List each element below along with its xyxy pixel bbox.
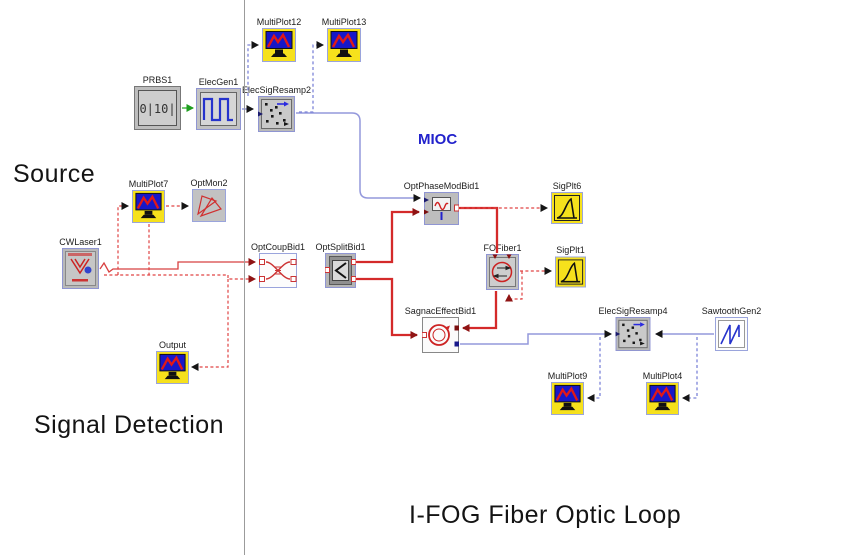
block-optsplitbid1-label: OptSplitBid1 <box>315 242 366 252</box>
signal-resampler-icon <box>258 96 295 132</box>
wire-resamp4-to-multiplot9[interactable] <box>587 337 601 402</box>
block-optmon2[interactable]: OptMon2 <box>190 178 228 222</box>
block-multiplot7-label: MultiPlot7 <box>128 179 169 189</box>
monitor-plot-icon <box>262 28 296 62</box>
wire-resamp2-to-multiplot13[interactable] <box>299 41 324 113</box>
signal-plot-icon <box>551 192 583 224</box>
block-elecsigresamp2[interactable]: ElecSigResamp2 <box>242 85 311 132</box>
wire-coupler-to-output[interactable] <box>191 279 229 371</box>
block-sigplt6-label: SigPlt6 <box>552 181 582 191</box>
wire-resamp2-to-multiplot12[interactable] <box>247 41 259 96</box>
block-multiplot9[interactable]: MultiPlot9 <box>548 371 587 415</box>
wire-phasemod-to-fiber[interactable] <box>459 206 499 253</box>
block-elecsigresamp2-label: ElecSigResamp2 <box>241 85 312 95</box>
monitor-plot-icon <box>551 382 584 415</box>
monitor-plot-icon <box>327 28 361 62</box>
block-elecgen1[interactable]: ElecGen1 <box>196 77 241 130</box>
wire-splitter-to-phasemod[interactable] <box>356 208 420 264</box>
block-sawtoothgen2[interactable]: SawtoothGen2 <box>702 306 761 351</box>
block-multiplot4[interactable]: MultiPlot4 <box>643 371 682 415</box>
section-label-ifog-loop: I-FOG Fiber Optic Loop <box>409 501 682 529</box>
signal-resampler-icon <box>615 317 651 351</box>
block-optsplitbid1[interactable]: OptSplitBid1 <box>315 242 366 288</box>
wire-fiber-to-sagnac[interactable] <box>462 291 498 332</box>
optical-splitter-icon <box>325 253 356 288</box>
block-sagnaceffectbid1[interactable]: SagnacEffectBid1 <box>405 306 476 353</box>
block-prbs1-label: PRBS1 <box>142 75 173 85</box>
wire-laser-to-coupler[interactable] <box>99 258 256 273</box>
sawtooth-generator-icon <box>715 317 748 351</box>
section-label-mioc: MIOC <box>418 131 458 148</box>
block-elecgen1-label: ElecGen1 <box>198 77 239 87</box>
block-multiplot12[interactable]: MultiPlot12 <box>257 17 301 62</box>
block-optcoupbid1[interactable]: OptCoupBid1 <box>251 242 305 288</box>
sagnac-loop-icon <box>422 317 459 353</box>
block-sigplt1-label: SigPlt1 <box>556 245 585 255</box>
section-label-signal-detection: Signal Detection <box>34 411 225 439</box>
block-multiplot12-label: MultiPlot12 <box>256 17 302 27</box>
block-elecsigresamp4-label: ElecSigResamp4 <box>598 306 668 316</box>
monitor-plot-icon <box>646 382 679 415</box>
layout-divider-line <box>244 0 245 555</box>
wire-splitter-to-sagnac[interactable] <box>356 277 418 339</box>
block-cwlaser1[interactable]: CWLaser1 <box>59 237 102 289</box>
monitor-plot-icon <box>132 190 165 223</box>
signal-plot-icon <box>555 256 586 288</box>
block-output-label: Output <box>158 340 187 350</box>
block-optcoupbid1-label: OptCoupBid1 <box>250 242 306 252</box>
block-output[interactable]: Output <box>156 340 189 384</box>
monitor-plot-icon <box>156 351 189 384</box>
block-multiplot4-label: MultiPlot4 <box>642 371 683 381</box>
block-optphasemodbid1[interactable]: OptPhaseModBid1 <box>404 181 479 225</box>
block-multiplot13-label: MultiPlot13 <box>321 17 367 27</box>
block-multiplot7[interactable]: MultiPlot7 <box>129 179 168 223</box>
block-cwlaser1-label: CWLaser1 <box>59 237 102 247</box>
section-label-source: Source <box>13 160 96 188</box>
block-optphasemodbid1-label: OptPhaseModBid1 <box>403 181 480 191</box>
block-multiplot9-label: MultiPlot9 <box>547 371 588 381</box>
fiber-coil-icon <box>486 254 519 290</box>
cw-laser-icon <box>62 248 99 289</box>
wire-trunk-to-coupler[interactable] <box>227 275 256 283</box>
block-sigplt1[interactable]: SigPlt1 <box>555 245 586 288</box>
block-sigplt6[interactable]: SigPlt6 <box>551 181 583 224</box>
wire-sawtooth-to-multiplot4[interactable] <box>682 337 698 402</box>
wire-laser-to-multiplot7[interactable] <box>117 202 129 275</box>
block-fofiber1[interactable]: FOFiber1 <box>483 243 522 290</box>
block-sagnaceffectbid1-label: SagnacEffectBid1 <box>404 306 477 316</box>
optical-coupler-icon <box>259 253 297 288</box>
block-elecsigresamp4[interactable]: ElecSigResamp4 <box>598 306 668 351</box>
block-multiplot13[interactable]: MultiPlot13 <box>322 17 366 62</box>
block-prbs1[interactable]: PRBS1 <box>134 75 181 130</box>
block-fofiber1-label: FOFiber1 <box>483 243 522 253</box>
prbs-generator-icon <box>134 86 181 130</box>
wire-resamp2-to-phasemod[interactable] <box>296 112 421 202</box>
block-sawtoothgen2-label: SawtoothGen2 <box>701 306 762 316</box>
wire-fiber-feedback-loop[interactable] <box>505 271 523 302</box>
square-wave-generator-icon <box>196 88 241 130</box>
block-optmon2-label: OptMon2 <box>190 178 228 188</box>
phase-modulator-icon <box>424 192 459 225</box>
optical-monitor-icon <box>192 189 226 222</box>
wire-sagnac-to-resamp4[interactable] <box>460 330 612 345</box>
